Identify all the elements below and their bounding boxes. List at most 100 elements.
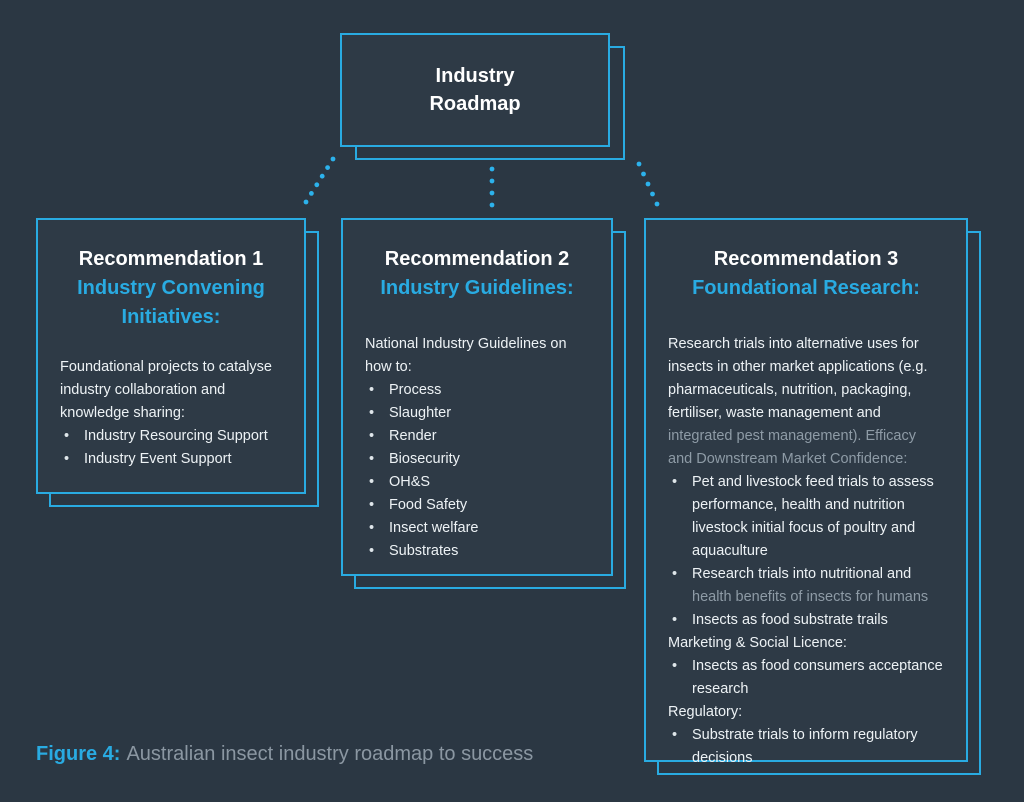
recommendation-3-title: Recommendation 3 [713, 248, 899, 270]
text-segment: Biosecurity [389, 451, 460, 467]
section-label: Regulatory: [668, 701, 944, 724]
bullet-text: Process [389, 379, 589, 402]
bullet-list: • Industry Resourcing Support • Industry Ev… [60, 425, 282, 471]
recommendation-1-body: Foundational projects to catalyse indust… [60, 356, 282, 471]
bullet-dot: • [369, 405, 375, 421]
text-segment: Industry Event Support [84, 451, 232, 467]
bullet-text: Pet and livestock feed trials to assess … [692, 471, 944, 563]
text-segment: Research trials into nutritional and [692, 566, 912, 582]
text-segment: Process [389, 382, 442, 398]
bullet-text: Substrate trials to inform regulatory de… [692, 724, 944, 770]
bullet-text: Substrates [389, 540, 589, 563]
text-segment: Insects as food substrate trails [692, 612, 888, 628]
bullet-text: Biosecurity [389, 448, 589, 471]
bullet-dot: • [369, 497, 375, 513]
industry-roadmap-title: Industry Roadmap [429, 65, 521, 115]
recommendation-3-box: Recommendation 3 Foundational Research: … [644, 218, 981, 775]
recommendation-3-heading: Recommendation 3 Foundational Research: [668, 245, 944, 303]
recommendation-3-body: Research trials into alternative uses fo… [668, 333, 944, 770]
recommendation-1-box: Recommendation 1 Industry Convening Init… [36, 218, 319, 507]
text-segment: Slaughter [389, 405, 452, 421]
dotted-connector-left [303, 156, 336, 205]
bullet-list: • Insects as food consumers acceptance re… [668, 655, 944, 701]
text-segment: Research trials into alternative uses fo… [668, 336, 928, 421]
recommendation-2-box: Recommendation 2 Industry Guidelines: Na… [341, 218, 626, 589]
bullet-text: Insects as food consumers acceptance res… [692, 655, 944, 701]
text-segment: Food Safety [389, 497, 468, 513]
recommendation-1-heading: Recommendation 1 Industry Convening Init… [60, 245, 282, 332]
bullet-dot: • [369, 382, 375, 398]
figure-caption: Figure 4:Australian insect industry road… [36, 742, 533, 766]
bullet-dot: • [64, 428, 70, 444]
bullet-item: • Industry Resourcing Support [60, 425, 282, 448]
bullet-dot: • [369, 520, 375, 536]
bullet-dot: • [369, 451, 375, 467]
bullet-item: • Insects as food consumers acceptance re… [668, 655, 944, 701]
figure-caption-text: Australian insect industry roadmap to su… [126, 743, 534, 765]
recommendation-2-title: Recommendation 2 [384, 248, 570, 270]
muted-text-segment: integrated pest management). Efficacy an… [668, 428, 916, 467]
bullet-text: Insects as food substrate trails [692, 609, 944, 632]
text-segment: Regulatory: [668, 704, 743, 720]
bullet-item: • Slaughter [365, 402, 589, 425]
bullet-item: • Process [365, 379, 589, 402]
text-segment: Substrates [389, 543, 459, 559]
bullet-text: Slaughter [389, 402, 589, 425]
bullet-dot: • [369, 543, 375, 559]
bullet-list: • Substrate trials to inform regulatory d… [668, 724, 944, 770]
bullet-dot: • [64, 451, 70, 467]
bullet-text: Industry Event Support [84, 448, 282, 471]
text-segment: Insect welfare [389, 520, 479, 536]
bullet-item: • Substrates [365, 540, 589, 563]
bullet-item: • Biosecurity [365, 448, 589, 471]
bullet-dot: • [672, 474, 678, 490]
body-paragraph: Research trials into alternative uses fo… [668, 333, 944, 471]
bullet-list: • Pet and livestock feed trials to assess… [668, 471, 944, 632]
bullet-item: • Insect welfare [365, 517, 589, 540]
industry-roadmap-box: Industry Roadmap [340, 33, 625, 160]
recommendation-2-heading: Recommendation 2 Industry Guidelines: [365, 245, 589, 303]
text-segment: OH&S [389, 474, 431, 490]
bullet-item: • Pet and livestock feed trials to assess… [668, 471, 944, 563]
recommendation-2-body: National Industry Guidelines on how to: •… [365, 333, 589, 563]
bullet-item: • Substrate trials to inform regulatory d… [668, 724, 944, 770]
text-segment: Insects as food consumers acceptance res… [692, 658, 943, 697]
bullet-text: Industry Resourcing Support [84, 425, 282, 448]
bullet-text: Food Safety [389, 494, 589, 517]
bullet-list: • Process • Slaughter • Render • Biosecurity • OH… [365, 379, 589, 563]
bullet-item: • Insects as food substrate trails [668, 609, 944, 632]
bullet-dot: • [369, 428, 375, 444]
bullet-text: OH&S [389, 471, 589, 494]
text-segment: Pet and livestock feed trials to assess … [692, 474, 934, 559]
text-segment: Substrate trials to inform regulatory de… [692, 727, 918, 766]
bullet-item: • Food Safety [365, 494, 589, 517]
recommendation-1-title: Recommendation 1 [78, 248, 264, 270]
text-segment: National Industry Guidelines on how to: [365, 336, 567, 375]
dotted-connector-middle [489, 166, 495, 208]
body-paragraph: Foundational projects to catalyse indust… [60, 356, 282, 425]
section-label: Marketing & Social Licence: [668, 632, 944, 655]
recommendation-3-subtitle: Foundational Research: [692, 277, 920, 299]
bullet-item: • OH&S [365, 471, 589, 494]
dotted-connector-right [636, 161, 660, 207]
bullet-dot: • [672, 566, 678, 582]
text-segment: Marketing & Social Licence: [668, 635, 847, 651]
text-segment: Industry Resourcing Support [84, 428, 268, 444]
bullet-item: • Industry Event Support [60, 448, 282, 471]
bullet-dot: • [369, 474, 375, 490]
recommendation-2-subtitle: Industry Guidelines: [380, 277, 574, 299]
muted-text-segment: health benefits of insects for humans [692, 589, 929, 605]
recommendation-1-subtitle: Industry Convening Initiatives: [77, 277, 265, 328]
bullet-item: • Research trials into nutritional and he… [668, 563, 944, 609]
bullet-text: Research trials into nutritional and hea… [692, 563, 944, 609]
text-segment: Foundational projects to catalyse indust… [60, 359, 272, 421]
bullet-dot: • [672, 658, 678, 674]
figure-caption-label: Figure 4: [36, 743, 121, 765]
bullet-text: Render [389, 425, 589, 448]
bullet-dot: • [672, 612, 678, 628]
bullet-text: Insect welfare [389, 517, 589, 540]
bullet-dot: • [672, 727, 678, 743]
bullet-item: • Render [365, 425, 589, 448]
text-segment: Render [389, 428, 437, 444]
